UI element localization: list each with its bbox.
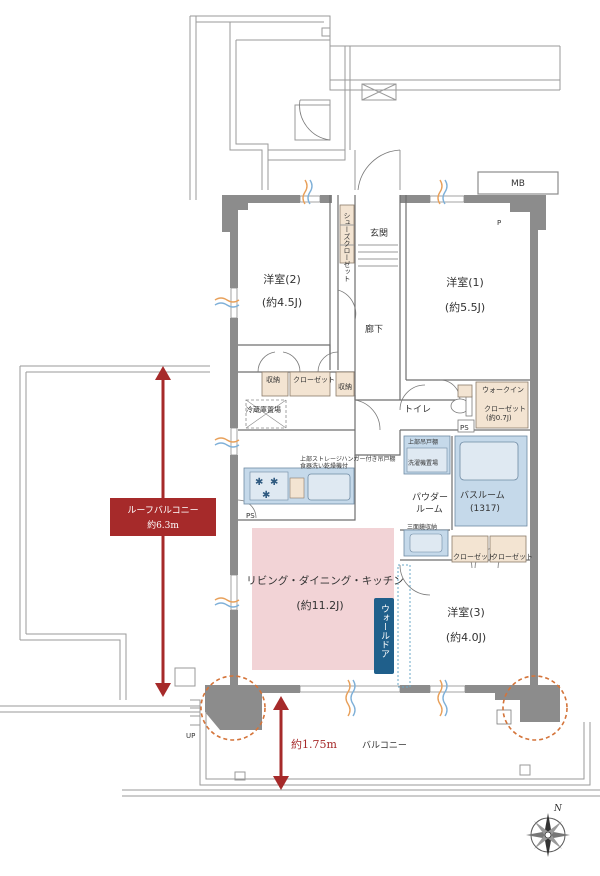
western1-size: (約5.5J) — [445, 300, 485, 314]
toilet-area: トイレ PS — [404, 384, 475, 433]
entrance-label: 玄関 — [370, 227, 388, 239]
bath-size: (1317) — [470, 504, 500, 514]
walkin-closet: ウォークイン クローゼット (約0.7J) — [475, 381, 529, 429]
closet3b-label: クローゼット — [491, 552, 533, 561]
p-label: P — [497, 219, 501, 227]
walkin-line2: クローゼット — [484, 404, 526, 413]
bath-area: 上部吊戸棚 洗濯機置場 バスルーム (1317) パウダー ルーム 三面鏡収納 — [403, 435, 528, 557]
burner-icon: ✱ — [262, 490, 270, 501]
walk-door-label: ウォールドア — [379, 604, 390, 658]
outer-walls — [205, 195, 560, 730]
compass-north: N — [553, 804, 563, 814]
western2-name: 洋室(2) — [263, 272, 301, 286]
closet-label: クローゼット — [293, 375, 335, 384]
roof-balcony-dimension: ルーフバルコニー 約6.3m — [110, 366, 216, 697]
entrance-area: シューズクローゼット 玄関 廊下 — [339, 204, 398, 335]
compass-icon: N — [526, 804, 570, 857]
room-labels: 洋室(2) (約4.5J) 洋室(1) (約5.5J) 洋室(3) (約4.0J… — [246, 272, 486, 644]
roof-balcony-area — [0, 365, 210, 726]
roof-balcony-name: ルーフバルコニー — [127, 505, 198, 516]
western2-size: (約4.5J) — [262, 295, 302, 309]
roof-balcony-width: 約6.3m — [147, 519, 179, 531]
ldk-floor — [252, 528, 394, 670]
kitchen-note-2: 食器洗い乾燥機付 — [300, 462, 348, 470]
washer-label: 洗濯機置場 — [408, 459, 438, 467]
storage-label: 収納 — [266, 375, 280, 384]
walkin-size: (約0.7J) — [486, 413, 512, 422]
shoes-closet-label: シューズクローゼット — [343, 212, 351, 282]
kitchen-note-1: 上部ストレージハンガー付き吊戸棚 — [300, 455, 396, 463]
ldk-name: リビング・ダイニング・キッチン — [246, 574, 404, 587]
bath-name: バスルーム — [460, 490, 505, 501]
upper-exterior — [189, 15, 561, 200]
balcony: 約1.75m バルコニー UP — [122, 696, 600, 797]
ps1-label: PS — [246, 512, 255, 520]
powder-line1: パウダー — [412, 491, 448, 503]
fridge-label: 冷蔵庫置場 — [246, 405, 281, 414]
storage2-label: 収納 — [338, 382, 352, 391]
walkin-line1: ウォークイン — [482, 386, 524, 394]
toilet-label: トイレ — [404, 405, 431, 415]
ldk-size: (約11.2J) — [296, 598, 343, 612]
western3-name: 洋室(3) — [447, 605, 485, 619]
mb-box: MB — [477, 171, 559, 195]
balcony-depth: 約1.75m — [291, 737, 337, 751]
ps2-label: PS — [460, 424, 469, 432]
powder-line2: ルーム — [416, 504, 443, 515]
balcony-label: バルコニー — [362, 740, 407, 751]
burner-icon: ✱ — [270, 477, 278, 488]
mb-label: MB — [511, 179, 525, 189]
western1-name: 洋室(1) — [446, 275, 484, 289]
upper-cabinet-label: 上部吊戸棚 — [408, 438, 438, 446]
closet3a-label: クローゼット — [453, 552, 495, 561]
closets-room3: クローゼット クローゼット — [451, 535, 533, 563]
ventilation-arrows — [214, 179, 448, 717]
hallway-label: 廊下 — [365, 323, 383, 335]
up-label: UP — [186, 732, 195, 740]
walk-door: ウォールドア — [374, 564, 411, 688]
three-side-storage-label: 三面鏡収納 — [407, 523, 437, 531]
burner-icon: ✱ — [255, 477, 263, 488]
western3-size: (約4.0J) — [446, 630, 486, 644]
closets-upper: 収納 クローゼット 収納 — [261, 371, 355, 397]
highlight-circles — [200, 675, 568, 741]
fridge-space: 冷蔵庫置場 — [245, 399, 287, 429]
kitchen: ✱ ✱ ✱ 上部ストレージハンガー付き吊戸棚 食器洗い乾燥機付 PS — [243, 455, 396, 520]
